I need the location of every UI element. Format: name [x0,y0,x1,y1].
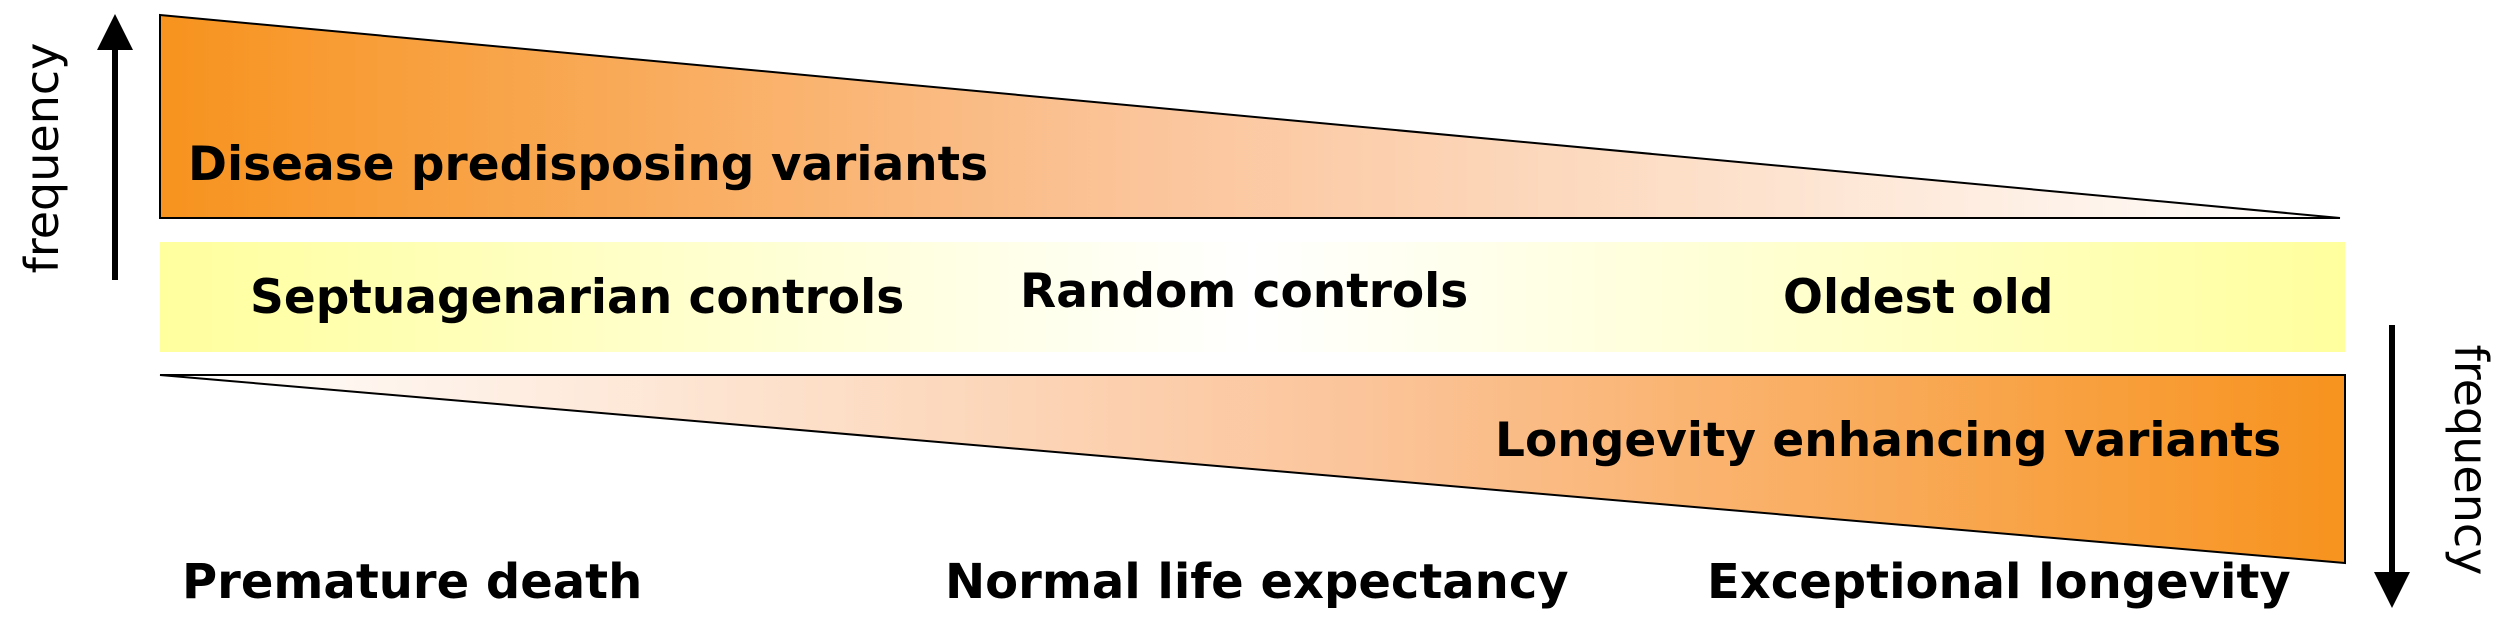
disease-variants-wedge [159,13,2341,219]
longevity-variants-wedge [159,374,2346,565]
premature-death-label: Premature death [182,554,642,610]
right-frequency-axis: frequency [2374,325,2498,608]
random-controls-label: Random controls [1020,264,1468,319]
frequency-left-label: frequency [15,43,69,274]
normal-life-expectancy-label: Normal life expectancy [945,554,1569,610]
disease-variants-label: Disease predisposing variants [188,137,988,192]
septuagenarian-controls-label: Septuagenarian controls [250,270,904,325]
frequency-right-label: frequency [2444,345,2498,576]
longevity-variants-label: Longevity enhancing variants [1495,413,2281,468]
oldest-old-label: Oldest old [1783,270,2053,325]
left-frequency-axis: frequency [15,14,133,280]
exceptional-longevity-label: Exceptional longevity [1707,554,2291,610]
cohort-band [160,242,2345,352]
